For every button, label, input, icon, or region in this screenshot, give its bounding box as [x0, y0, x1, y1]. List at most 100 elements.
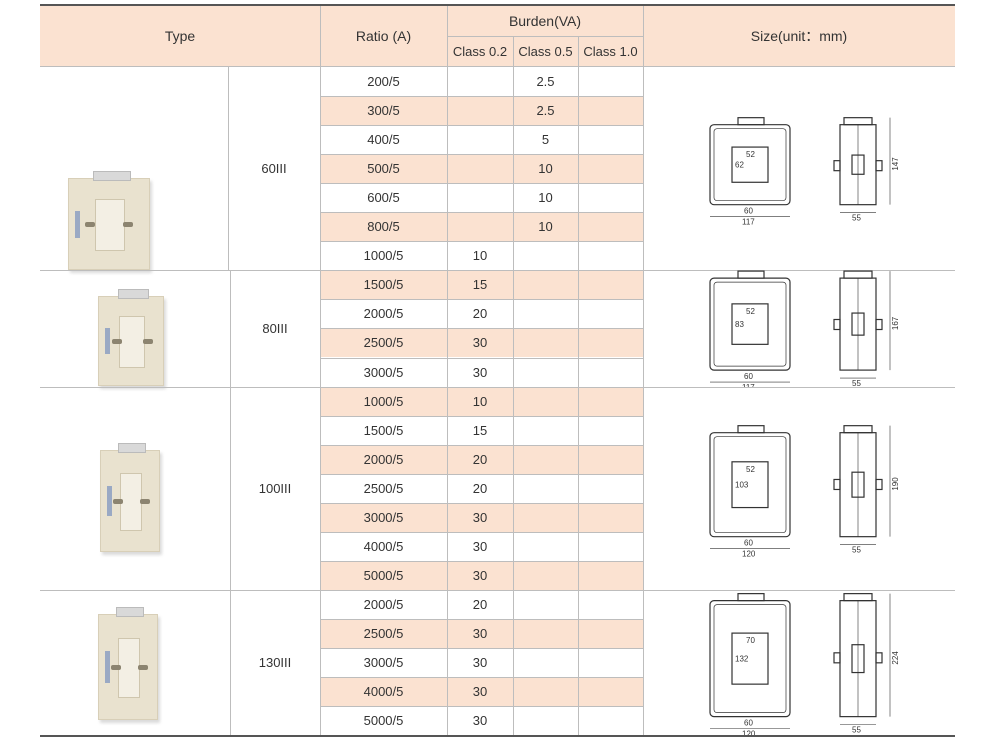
product-photo [100, 443, 160, 552]
class-0-2-cell: 30 [472, 364, 488, 380]
dim-height: 190 [891, 476, 900, 490]
divider [320, 67, 321, 271]
product-photo [98, 289, 164, 386]
divider [513, 270, 514, 387]
dim-depth: 55 [852, 379, 861, 386]
dim-depth: 55 [852, 214, 861, 223]
class-1-0-cell [578, 445, 643, 474]
divider [320, 270, 321, 387]
model-name: 130III [258, 655, 292, 671]
class-1-0-cell [578, 532, 643, 561]
dim-window-height: 103 [735, 480, 749, 489]
model-name: 80III [262, 320, 288, 336]
class-0-2-cell: 30 [472, 509, 488, 525]
row-divider [320, 618, 643, 620]
class-0-2-cell [447, 154, 513, 183]
row-divider [320, 473, 643, 475]
class-1-0-cell [578, 561, 643, 590]
class-0-5-cell: 10 [538, 219, 553, 235]
model-name: 60III [261, 161, 287, 177]
class-0-5-cell [513, 299, 578, 328]
ratio-cell: 1500/5 [363, 277, 404, 293]
ratio-cell: 1000/5 [363, 393, 404, 409]
bottom-rule [40, 735, 955, 737]
dimension-drawing: 52 62 60 117 55 147 [709, 117, 900, 227]
dim-height: 224 [891, 651, 900, 665]
class-0-5-cell [513, 387, 578, 416]
class-0-5-cell [513, 561, 578, 590]
group-divider [40, 589, 955, 591]
dimension-drawing: 70 132 60 120 55 224 [709, 592, 900, 735]
class-0-2-cell: 30 [472, 684, 488, 700]
class-0-5-cell [513, 503, 578, 532]
group-divider [40, 270, 955, 272]
row-highlight [321, 212, 643, 242]
class-0-5-cell: 5 [541, 132, 550, 148]
ratio-cell: 3000/5 [363, 364, 404, 380]
class-0-5-cell: 2.5 [536, 74, 555, 90]
row-divider [320, 531, 643, 533]
dim-mount: 60 [744, 719, 753, 728]
class-1-0-cell [578, 387, 643, 416]
class-0-5-cell [513, 270, 578, 299]
ratio-cell: 5000/5 [363, 713, 404, 729]
dim-window-width: 70 [746, 636, 755, 645]
divider [447, 270, 448, 387]
header-size: Size(unit：mm) [750, 28, 848, 44]
row-divider [320, 357, 643, 359]
row-divider [320, 154, 643, 156]
class-0-2-cell: 15 [472, 277, 488, 293]
ratio-cell: 400/5 [367, 132, 400, 148]
ratio-cell: 3000/5 [363, 509, 404, 525]
class-1-0-cell [578, 96, 643, 125]
row-divider [320, 241, 643, 243]
dim-height: 167 [891, 317, 900, 331]
dim-window-height: 132 [735, 655, 749, 664]
row-divider [320, 125, 643, 127]
row-divider [320, 328, 643, 330]
class-0-5-cell [513, 241, 578, 270]
row-highlight [321, 328, 643, 358]
divider [320, 386, 321, 590]
class-0-2-cell: 10 [472, 393, 488, 409]
class-1-0-cell [578, 677, 643, 706]
divider [513, 36, 514, 66]
class-0-2-cell [447, 212, 513, 241]
dim-window-width: 52 [746, 307, 755, 316]
model-name: 100III [258, 480, 292, 496]
class-0-5-cell [513, 532, 578, 561]
divider [230, 589, 231, 736]
class-1-0-cell [578, 590, 643, 619]
row-divider [320, 415, 643, 417]
ratio-cell: 300/5 [367, 103, 400, 119]
header-divider [40, 66, 955, 67]
divider [578, 589, 579, 736]
row-divider [320, 677, 643, 679]
divider [230, 386, 231, 590]
header-class-1-0: Class 1.0 [583, 43, 638, 59]
class-0-5-cell [513, 590, 578, 619]
class-1-0-cell [578, 619, 643, 648]
row-highlight [321, 502, 643, 532]
top-rule [40, 4, 955, 6]
class-0-2-cell: 30 [472, 567, 488, 583]
class-0-5-cell [513, 474, 578, 503]
class-0-5-cell [513, 416, 578, 445]
class-1-0-cell [578, 212, 643, 241]
class-1-0-cell [578, 503, 643, 532]
ratio-cell: 2000/5 [363, 596, 404, 612]
dimension-drawing: 52 83 60 117 55 167 [709, 270, 900, 387]
row-divider [320, 444, 643, 446]
ratio-cell: 800/5 [367, 219, 400, 235]
class-0-5-cell: 10 [538, 161, 553, 177]
row-divider [320, 560, 643, 562]
ratio-cell: 1000/5 [363, 248, 404, 264]
header-type: Type [164, 28, 196, 44]
row-divider [320, 706, 643, 708]
ratio-cell: 2500/5 [363, 335, 404, 351]
divider [320, 589, 321, 736]
class-0-2-cell: 20 [472, 480, 488, 496]
class-0-2-cell: 10 [472, 248, 488, 264]
dim-mount: 60 [744, 372, 753, 381]
class-0-2-cell: 30 [472, 335, 488, 351]
